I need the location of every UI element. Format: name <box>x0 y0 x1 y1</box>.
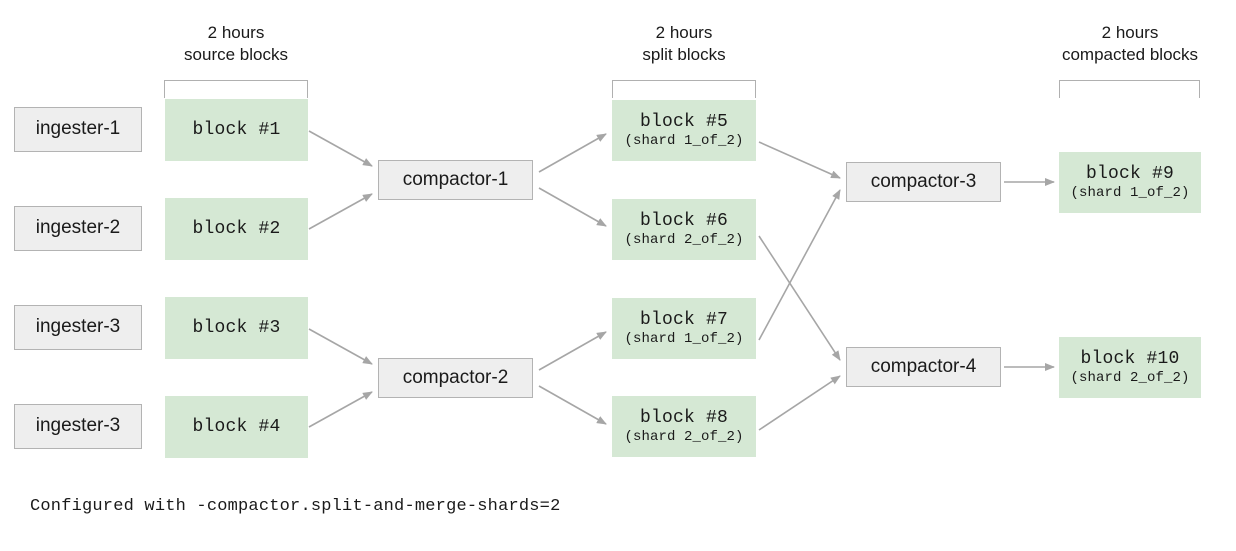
block-name: block #4 <box>192 416 281 437</box>
edge-block3-compactor2 <box>308 328 373 365</box>
source-block-4[interactable]: block #4 <box>165 396 308 458</box>
block-name: block #2 <box>192 218 281 239</box>
block-name: block #1 <box>192 119 281 140</box>
group-label-line-1: 2 hours <box>655 23 713 42</box>
block-name: block #8 <box>639 407 728 428</box>
block-name: block #3 <box>192 317 281 338</box>
compactor-box-4[interactable]: compactor-4 <box>846 347 1001 387</box>
group-label-line-2: compacted blocks <box>1061 45 1199 65</box>
compactor-box-2[interactable]: compactor-2 <box>378 358 533 398</box>
block-shard: (shard 2_of_2) <box>624 232 744 248</box>
block-name: block #5 <box>639 111 728 132</box>
ingester-box-2[interactable]: ingester-2 <box>14 206 142 251</box>
edge-block2-compactor1 <box>308 193 373 230</box>
bracket-split-blocks <box>612 80 756 98</box>
group-label-compacted-blocks: 2 hours compacted blocks <box>1060 22 1200 66</box>
source-block-3[interactable]: block #3 <box>165 297 308 359</box>
compacted-block-9[interactable]: block #9 (shard 1_of_2) <box>1059 152 1201 213</box>
edge-block5-compactor3 <box>758 141 841 179</box>
edge-block8-compactor4 <box>758 375 841 431</box>
bracket-compacted-blocks <box>1059 80 1200 98</box>
compactor-box-3[interactable]: compactor-3 <box>846 162 1001 202</box>
ingester-box-4[interactable]: ingester-3 <box>14 404 142 449</box>
edge-block6-compactor4 <box>758 235 841 361</box>
edge-block7-compactor3 <box>758 189 841 341</box>
ingester-label: ingester-3 <box>35 316 121 338</box>
split-block-7[interactable]: block #7 (shard 1_of_2) <box>612 298 756 359</box>
group-label-line-1: 2 hours <box>1101 23 1159 42</box>
edge-compactor2-block7 <box>538 331 607 371</box>
compactor-box-1[interactable]: compactor-1 <box>378 160 533 200</box>
compactor-label: compactor-3 <box>870 170 977 192</box>
edge-block1-compactor1 <box>308 130 373 167</box>
edge-compactor1-block6 <box>538 187 607 227</box>
ingester-box-3[interactable]: ingester-3 <box>14 305 142 350</box>
source-block-1[interactable]: block #1 <box>165 99 308 161</box>
block-name: block #6 <box>639 210 728 231</box>
group-label-source-blocks: 2 hours source blocks <box>164 22 308 66</box>
edge-compactor2-block8 <box>538 385 607 425</box>
compacted-block-10[interactable]: block #10 (shard 2_of_2) <box>1059 337 1201 398</box>
split-block-8[interactable]: block #8 (shard 2_of_2) <box>612 396 756 457</box>
split-block-5[interactable]: block #5 (shard 1_of_2) <box>612 100 756 161</box>
source-block-2[interactable]: block #2 <box>165 198 308 260</box>
split-block-6[interactable]: block #6 (shard 2_of_2) <box>612 199 756 260</box>
group-label-line-1: 2 hours <box>207 23 265 42</box>
edge-block4-compactor2 <box>308 391 373 428</box>
block-shard: (shard 2_of_2) <box>624 429 744 445</box>
edge-compactor1-block5 <box>538 133 607 173</box>
group-label-line-2: split blocks <box>642 45 726 65</box>
ingester-box-1[interactable]: ingester-1 <box>14 107 142 152</box>
compactor-label: compactor-2 <box>402 366 509 388</box>
bracket-source-blocks <box>164 80 308 98</box>
ingester-label: ingester-2 <box>35 217 121 239</box>
compactor-label: compactor-4 <box>870 355 977 377</box>
diagram-caption: Configured with -compactor.split-and-mer… <box>30 497 561 516</box>
block-name: block #7 <box>639 309 728 330</box>
ingester-label: ingester-3 <box>35 415 121 437</box>
block-shard: (shard 1_of_2) <box>624 331 744 347</box>
block-name: block #10 <box>1080 348 1180 369</box>
block-shard: (shard 1_of_2) <box>624 133 744 149</box>
group-label-line-2: source blocks <box>184 45 288 65</box>
compactor-label: compactor-1 <box>402 168 509 190</box>
group-label-split-blocks: 2 hours split blocks <box>612 22 756 66</box>
block-shard: (shard 2_of_2) <box>1070 370 1190 386</box>
ingester-label: ingester-1 <box>35 118 121 140</box>
block-shard: (shard 1_of_2) <box>1070 185 1190 201</box>
block-name: block #9 <box>1085 163 1174 184</box>
